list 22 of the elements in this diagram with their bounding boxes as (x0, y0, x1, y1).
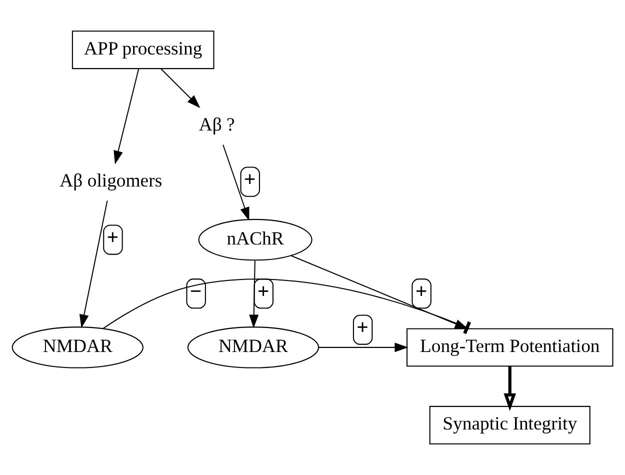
arrow (114, 68, 140, 164)
arrow (504, 366, 516, 412)
node-ellipse: nAChR (198, 218, 312, 261)
edge-label: + (244, 168, 256, 191)
arrow (79, 200, 108, 328)
edge-label: + (415, 280, 428, 303)
arrow (222, 144, 250, 221)
edge-label: + (257, 280, 270, 303)
node-box: APP processing (72, 30, 214, 70)
node-box: Long-Term Potentiation (406, 328, 614, 367)
arrow (249, 260, 259, 328)
node-ellipse: NMDAR (187, 326, 320, 368)
connector (103, 278, 472, 334)
arrow (318, 342, 408, 352)
edge-label: − (190, 280, 202, 303)
node-box: Synaptic Integrity (429, 406, 590, 444)
arrow (160, 68, 200, 108)
edge-label: + (106, 226, 119, 249)
edge-label: + (356, 316, 368, 339)
node-text: Aβ ? (198, 114, 235, 136)
node-text: Aβ oligomers (60, 170, 162, 192)
node-ellipse: NMDAR (12, 326, 144, 368)
